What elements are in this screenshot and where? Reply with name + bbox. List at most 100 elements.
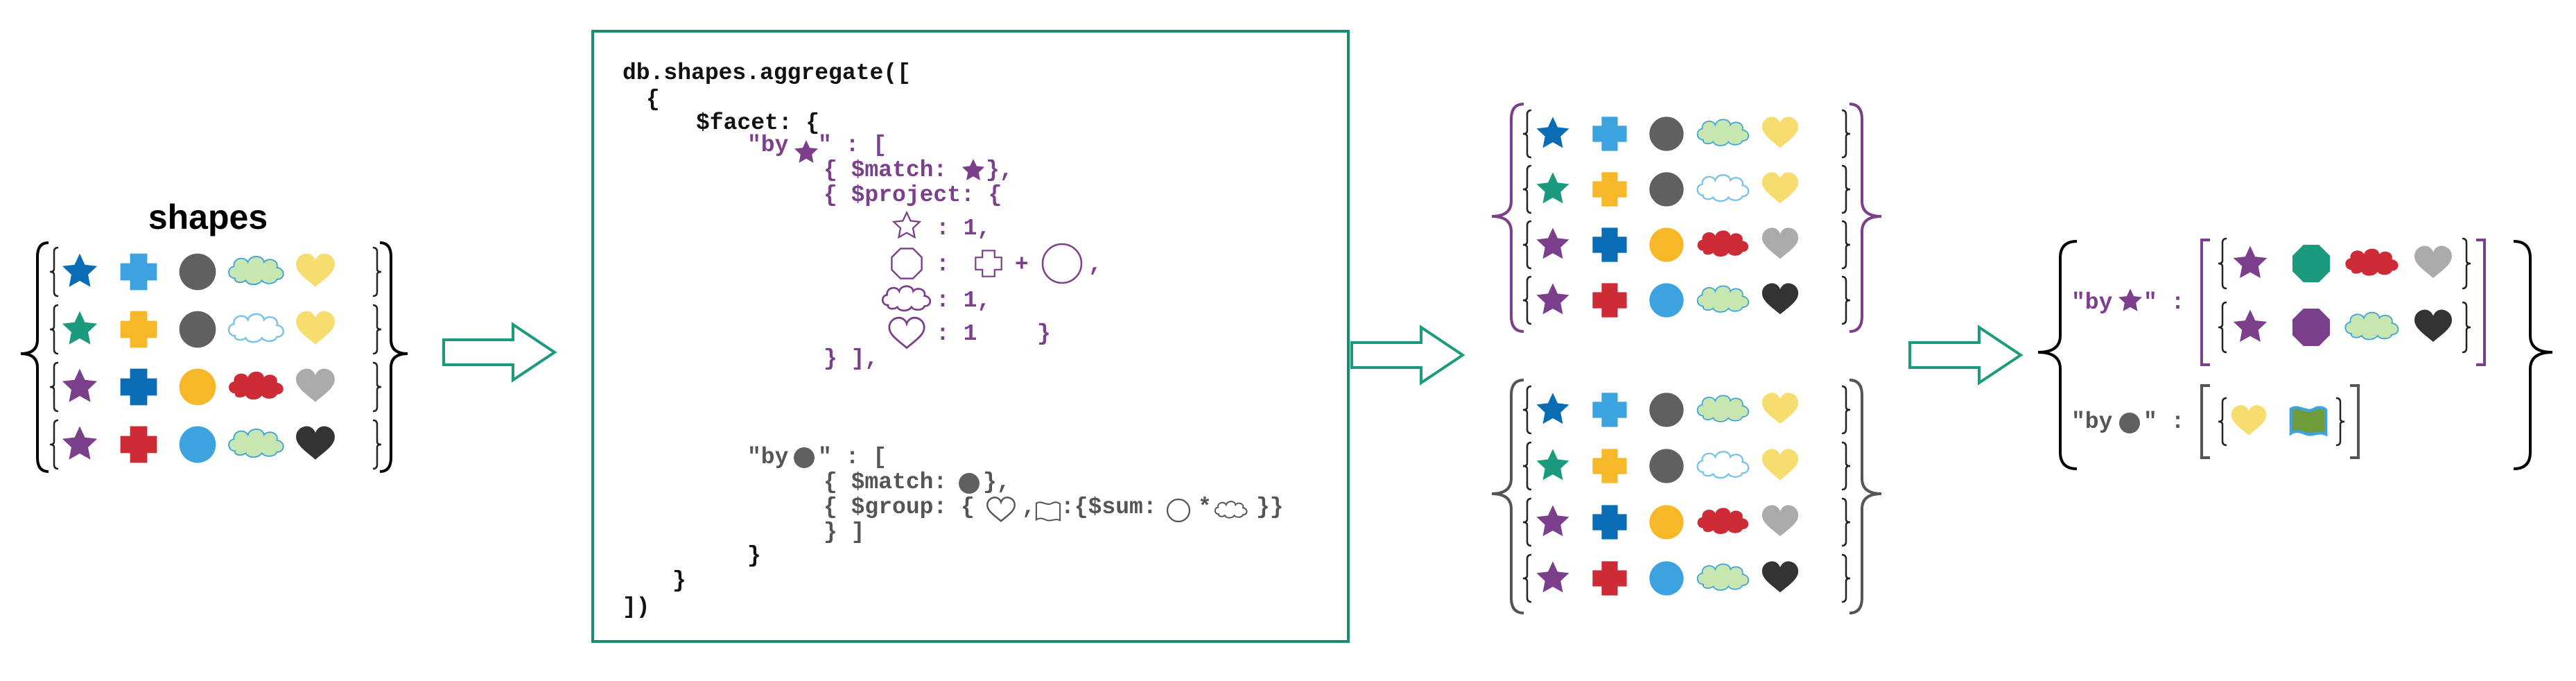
document-row xyxy=(1522,109,1851,159)
code-box xyxy=(591,30,1350,643)
cloud-icon xyxy=(1696,174,1750,202)
code-project-close: } xyxy=(1037,321,1051,347)
row-brace-right xyxy=(1841,441,1851,491)
star-icon xyxy=(2233,245,2268,278)
cross-icon xyxy=(1592,172,1627,207)
result-by-circle-key-b: " : xyxy=(2143,409,2184,435)
code-line-end: ]) xyxy=(623,594,650,620)
row-brace-left xyxy=(2218,301,2227,354)
code-project-comma: , xyxy=(1088,252,1102,277)
row-brace-left xyxy=(49,304,59,355)
cloud-icon xyxy=(227,313,284,343)
code-project-star-value: : 1, xyxy=(936,216,991,241)
document-row xyxy=(1522,553,1851,603)
cross-icon xyxy=(120,253,157,291)
star-icon xyxy=(1536,117,1569,148)
row-brace-right xyxy=(372,361,382,413)
code-obj-close: } xyxy=(672,568,686,594)
row-brace-right xyxy=(1841,220,1851,270)
cross-icon xyxy=(1592,505,1627,540)
cloud-icon xyxy=(2345,248,2399,276)
cross-icon xyxy=(1592,117,1627,151)
document-row xyxy=(1522,275,1851,325)
code-line-facet: $facet: { xyxy=(696,110,819,136)
circle-icon xyxy=(1649,227,1684,262)
result-outer-brace-left xyxy=(2037,240,2078,470)
cloud-icon xyxy=(1696,563,1750,591)
code-group-a: { $group: { xyxy=(824,494,975,520)
arrow-1 xyxy=(442,322,557,383)
row-brace-right xyxy=(2462,237,2471,290)
circle-icon xyxy=(1649,505,1684,540)
shapes-title: shapes xyxy=(148,198,268,236)
document-row xyxy=(1522,164,1851,214)
circle-icon xyxy=(1649,393,1684,427)
document-row xyxy=(1522,497,1851,547)
circle-icon xyxy=(1649,172,1684,207)
cloud-icon xyxy=(2344,311,2399,340)
star-icon xyxy=(62,311,98,345)
arrow-3 xyxy=(1908,325,2024,386)
star-icon xyxy=(1536,449,1569,481)
code-line-open-brace: { xyxy=(646,87,660,112)
circle-icon xyxy=(179,426,216,463)
cloud-icon xyxy=(228,428,284,458)
heart-icon xyxy=(1761,283,1799,315)
arrow-2 xyxy=(1350,325,1465,386)
heart-icon xyxy=(296,311,335,345)
star-icon xyxy=(1536,561,1569,593)
row-brace-left xyxy=(1522,220,1532,270)
document-row xyxy=(49,246,382,298)
facet-input-2-brace-left xyxy=(1491,379,1524,614)
facet-input-2-brace-right xyxy=(1849,379,1882,614)
row-brace-right xyxy=(1841,109,1851,159)
star-icon xyxy=(62,368,98,402)
code-group-e: }} xyxy=(1256,494,1284,520)
heart-icon xyxy=(2414,245,2452,278)
by-star-result-grid xyxy=(2218,237,2471,354)
facet-input-1-brace-right xyxy=(1849,103,1882,333)
facet-input-1-brace-left xyxy=(1491,103,1524,333)
heart-icon xyxy=(296,253,335,287)
cloud-icon xyxy=(1696,395,1750,422)
row-brace-right xyxy=(1841,164,1851,214)
code-group-d: * xyxy=(1198,494,1212,520)
result-by-circle-key-a: "by xyxy=(2071,409,2113,435)
row-brace-left xyxy=(49,419,59,470)
shapes-outer-brace-left xyxy=(20,241,49,473)
star-icon xyxy=(1536,172,1569,204)
row-brace-right xyxy=(1841,275,1851,325)
cross-icon xyxy=(1592,561,1627,596)
cloud-icon xyxy=(1696,285,1750,313)
star-icon xyxy=(2233,309,2268,342)
document-row xyxy=(2218,301,2471,354)
cloud-icon xyxy=(1697,508,1749,535)
code-by-circle-key-a: "by xyxy=(747,445,789,470)
heart-icon xyxy=(1761,227,1799,259)
shapes-outer-brace-right xyxy=(379,241,408,473)
circle-icon xyxy=(1649,117,1684,151)
code-project-colon: : xyxy=(936,252,950,277)
star-icon xyxy=(2118,288,2143,311)
document-row xyxy=(1522,441,1851,491)
code-facet-close: } xyxy=(747,543,761,569)
code-by-star-key-b: " : [ xyxy=(818,132,887,158)
heart-icon xyxy=(1761,561,1799,593)
row-brace-right xyxy=(372,246,382,298)
code-project-cloud-value: : 1, xyxy=(936,288,991,313)
cloud-icon xyxy=(229,371,284,400)
cross-icon xyxy=(1592,227,1627,262)
code-project-plus: + xyxy=(1015,252,1029,277)
star-icon xyxy=(1536,227,1569,259)
row-brace-right xyxy=(1841,497,1851,547)
cloud-icon xyxy=(1697,230,1749,257)
code-match-circle: { $match: xyxy=(824,469,947,495)
star-icon xyxy=(1536,283,1569,315)
result-by-circle-bracket-left xyxy=(2200,384,2210,459)
row-brace-left xyxy=(1522,553,1532,603)
circle-icon xyxy=(179,368,216,406)
document-row xyxy=(49,304,382,355)
code-group-b: , xyxy=(1022,494,1036,520)
code-match-circle-close: }, xyxy=(983,469,1011,495)
circle-icon xyxy=(1649,449,1684,483)
